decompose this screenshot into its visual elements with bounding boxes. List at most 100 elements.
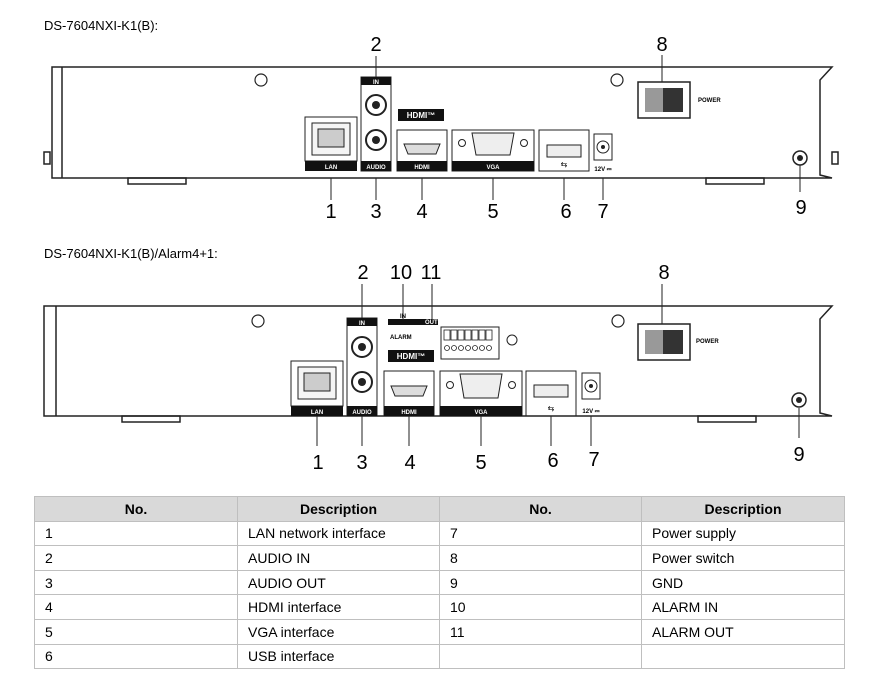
- power-label: POWER: [696, 339, 719, 345]
- header-description: Description: [641, 496, 845, 522]
- usb-icon: ⇆: [548, 404, 555, 413]
- header-description: Description: [237, 496, 440, 522]
- audio-in-label: IN: [373, 80, 379, 86]
- callout-numbers: 1 2 3 4 5 6 7 8 9: [325, 34, 806, 223]
- hdmi-logo: HDMI™: [388, 350, 434, 362]
- hdmi-label: HDMI: [401, 410, 417, 416]
- callout-3: 3: [356, 452, 367, 474]
- callout-9: 9: [793, 444, 804, 466]
- callout-7: 7: [597, 201, 608, 223]
- audio-label: AUDIO: [366, 165, 386, 171]
- cell-description: Power switch: [641, 545, 845, 571]
- callout-5: 5: [475, 452, 486, 474]
- audio-in-label: IN: [359, 321, 365, 327]
- table-row: 5 VGA interface 11 ALARM OUT: [34, 618, 845, 645]
- cell-description: ALARM IN: [641, 594, 845, 620]
- power-switch: POWER: [637, 323, 719, 361]
- cell-no: 4: [34, 594, 238, 620]
- power-switch: POWER: [637, 81, 721, 119]
- cell-description: GND: [641, 569, 845, 596]
- cell-no: 6: [34, 643, 238, 670]
- usb-port: ⇆: [538, 129, 590, 172]
- cell-description: ALARM OUT: [641, 618, 845, 645]
- alarm-label: ALARM: [390, 335, 412, 341]
- callout-4: 4: [416, 201, 427, 223]
- cell-no: 5: [34, 618, 238, 645]
- nvr-chassis: [43, 305, 834, 423]
- callout-8: 8: [656, 34, 667, 56]
- cell-description: AUDIO IN: [237, 545, 440, 571]
- power-jack: 12V ⎓: [593, 133, 613, 173]
- vga-label: VGA: [474, 410, 488, 416]
- cell-description: LAN network interface: [237, 520, 440, 547]
- cell-no: 1: [34, 520, 238, 547]
- mount-screws: [254, 73, 624, 87]
- cell-description: Power supply: [641, 520, 845, 547]
- cell-description: VGA interface: [237, 618, 440, 645]
- header-no: No.: [34, 496, 238, 522]
- usb-port: ⇆: [525, 370, 577, 417]
- lan-label: LAN: [311, 410, 323, 416]
- callout-1: 1: [325, 201, 336, 223]
- callout-leaders: [316, 284, 800, 446]
- cell-no: 2: [34, 545, 238, 571]
- audio-ports: IN AUDIO: [360, 76, 392, 172]
- cell-description: USB interface: [237, 643, 440, 670]
- vga-port: VGA: [439, 370, 523, 417]
- cell-no: 10: [439, 594, 642, 620]
- model-title-2: DS-7604NXI-K1(B)/Alarm4+1:: [44, 246, 218, 261]
- callout-10: 10: [390, 262, 412, 284]
- interface-description-table: No. Description No. Description 1 LAN ne…: [34, 496, 845, 670]
- hdmi-port: HDMI: [383, 370, 435, 417]
- gnd-terminal: [792, 150, 808, 166]
- hdmi-logo: HDMI™: [398, 109, 444, 121]
- header-no: No.: [439, 496, 642, 522]
- vga-label: VGA: [486, 165, 500, 171]
- rear-panel-diagram-1: LAN IN AUDIO HDMI™ HDMI VGA ⇆ 1: [43, 34, 839, 223]
- callout-4: 4: [404, 452, 415, 474]
- callout-7: 7: [588, 449, 599, 471]
- lan-label: LAN: [325, 165, 337, 171]
- mount-screws: [251, 314, 625, 328]
- cell-no: 3: [34, 569, 238, 596]
- audio-label: AUDIO: [352, 410, 372, 416]
- lan-port: LAN: [290, 360, 344, 416]
- callout-numbers: 1 2 10 11 3 4 5 6 7 8 9: [312, 262, 804, 474]
- table-row: 3 AUDIO OUT 9 GND: [34, 569, 845, 596]
- callout-6: 6: [560, 201, 571, 223]
- audio-ports: IN AUDIO: [346, 317, 378, 417]
- callout-2: 2: [357, 262, 368, 284]
- callout-1: 1: [312, 452, 323, 474]
- usb-icon: ⇆: [561, 160, 568, 169]
- rear-panel-diagram-2: LAN IN AUDIO IN OUT ALARM HDMI™: [43, 262, 834, 474]
- hdmi-logo-text: HDMI™: [407, 111, 435, 120]
- callout-11: 11: [421, 262, 442, 284]
- callout-3: 3: [370, 201, 381, 223]
- callout-leaders: [330, 55, 801, 200]
- cell-no: 7: [439, 520, 642, 547]
- cell-description: HDMI interface: [237, 594, 440, 620]
- cell-description: [641, 643, 845, 670]
- table-row: 1 LAN network interface 7 Power supply: [34, 520, 845, 547]
- callout-2: 2: [370, 34, 381, 56]
- hdmi-logo-text: HDMI™: [397, 352, 425, 361]
- vga-port: VGA: [451, 129, 535, 172]
- nvr-chassis: [43, 66, 839, 185]
- callout-8: 8: [658, 262, 669, 284]
- hdmi-label: HDMI: [414, 165, 430, 171]
- callout-5: 5: [487, 201, 498, 223]
- table-row: 2 AUDIO IN 8 Power switch: [34, 545, 845, 571]
- power-label: POWER: [698, 98, 721, 104]
- callout-9: 9: [795, 197, 806, 219]
- alarm-out-label: OUT: [425, 320, 438, 326]
- cell-no: 11: [439, 618, 642, 645]
- cell-description: AUDIO OUT: [237, 569, 440, 596]
- cell-no: 9: [439, 569, 642, 596]
- hdmi-port: HDMI: [396, 129, 448, 172]
- table-header-row: No. Description No. Description: [34, 496, 845, 522]
- model-title-1: DS-7604NXI-K1(B):: [44, 18, 159, 33]
- cell-no: 8: [439, 545, 642, 571]
- voltage-label: 12V ⎓: [594, 167, 611, 173]
- alarm-block: IN OUT ALARM: [388, 314, 518, 360]
- voltage-label: 12V ⎓: [582, 409, 599, 415]
